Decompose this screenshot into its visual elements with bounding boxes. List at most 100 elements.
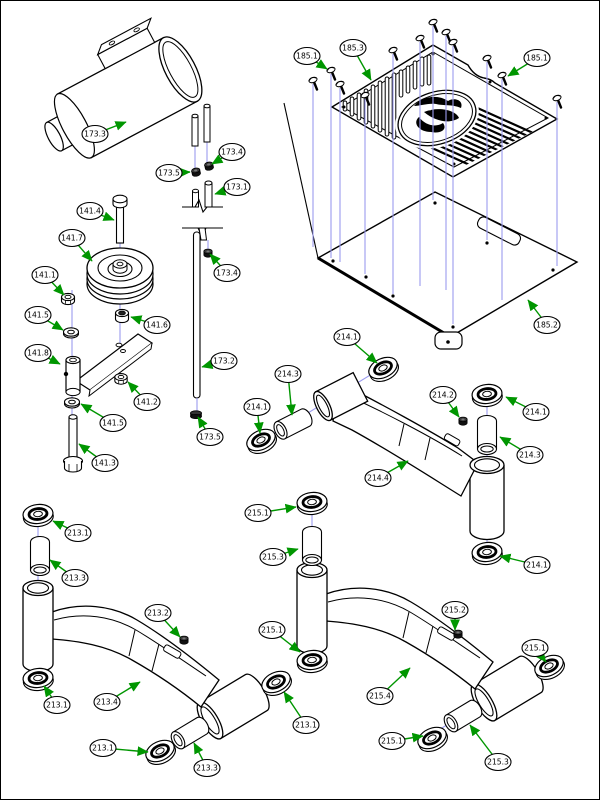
part-callout-213.3: 213.3 <box>193 742 221 778</box>
part-callout-215.1: 215.1 <box>244 503 297 523</box>
part-number-label: 213.1 <box>92 744 114 753</box>
spacer-215-3a <box>301 525 323 567</box>
part-callout-185.1: 185.1 <box>293 46 328 70</box>
callout-bubble <box>378 731 406 751</box>
washer-141-5b <box>63 397 81 409</box>
callout-bubble <box>81 124 109 144</box>
callout-bubble <box>91 453 119 473</box>
callout-bubble <box>523 48 551 68</box>
callout-bubble <box>193 758 221 778</box>
base-panel-185-2 <box>283 102 579 350</box>
part-number-label: 215.3 <box>262 553 284 562</box>
rod-173-2 <box>192 231 201 399</box>
assembly-141-pulley <box>60 194 154 473</box>
callout-bubble <box>210 351 238 371</box>
callout-bubble <box>441 600 469 620</box>
callout-bubble <box>243 397 271 417</box>
grill-corner-holes <box>342 52 548 166</box>
part-number-label: 141.6 <box>146 321 168 330</box>
part-callout-215.3: 215.3 <box>469 724 512 772</box>
part-number-label: 141.1 <box>34 271 56 280</box>
callout-bubble <box>61 568 89 588</box>
part-callout-141.6: 141.6 <box>130 315 171 335</box>
part-callout-185.2: 185.2 <box>527 299 561 335</box>
spacer-213-3a <box>29 535 51 577</box>
callout-bubble <box>31 265 59 285</box>
part-callout-173.1: 173.1 <box>214 177 251 197</box>
callout-layer: 173.3173.4173.5173.1173.4173.2173.5185.1… <box>24 38 561 778</box>
part-callout-141.7: 141.7 <box>58 228 93 262</box>
screw-215-2 <box>453 629 463 639</box>
part-callout-141.1: 141.1 <box>31 265 65 296</box>
callout-bubble <box>196 427 224 447</box>
nut-141-2 <box>114 373 128 385</box>
callout-bubble <box>258 620 286 640</box>
part-callout-214.3: 214.3 <box>274 364 302 416</box>
callout-bubble <box>292 715 320 735</box>
part-number-label: 173.3 <box>84 130 106 139</box>
part-number-label: 141.4 <box>79 207 101 216</box>
part-callout-214.2: 214.2 <box>429 385 460 418</box>
callout-bubble <box>24 305 52 325</box>
part-number-label: 214.1 <box>246 403 268 412</box>
part-number-label: 214.1 <box>525 408 547 417</box>
part-number-label: 141.3 <box>94 459 116 468</box>
frame-section-upper <box>182 180 223 214</box>
part-number-label: 141.2 <box>136 398 158 407</box>
part-callout-213.1: 213.1 <box>283 691 320 735</box>
callout-bubble <box>293 46 321 66</box>
part-number-label: 215.3 <box>487 758 509 767</box>
part-number-label: 213.1 <box>67 529 89 538</box>
callout-bubble <box>155 163 183 183</box>
screw-214-2 <box>458 416 468 426</box>
tube-173-1 <box>204 182 213 208</box>
part-number-label: 141.5 <box>102 419 124 428</box>
assembly-213-arm <box>20 501 297 771</box>
callout-bubble <box>333 327 361 347</box>
part-number-label: 214.3 <box>277 370 299 379</box>
screw-centerlines <box>312 26 558 324</box>
part-callout-214.1: 214.1 <box>333 327 378 364</box>
tank-stud <box>191 113 199 147</box>
part-callout-213.1: 213.1 <box>89 738 149 758</box>
part-callout-141.2: 141.2 <box>127 381 161 412</box>
part-number-label: 141.5 <box>27 311 49 320</box>
callout-bubble <box>429 385 457 405</box>
part-callout-173.5: 173.5 <box>196 416 224 447</box>
part-number-label: 214.3 <box>519 451 541 460</box>
pulley-141-7 <box>86 247 154 305</box>
part-callout-215.4: 215.4 <box>366 667 411 706</box>
part-callout-173.2: 173.2 <box>201 351 238 371</box>
part-number-label: 214.4 <box>367 474 389 483</box>
callout-bubble <box>76 201 104 221</box>
base-panel-holes <box>331 201 555 329</box>
callout-bubble <box>64 523 92 543</box>
callout-bubble <box>43 695 71 715</box>
callout-bubble <box>133 392 161 412</box>
clip-173-5 <box>190 410 202 420</box>
part-number-label: 185.1 <box>526 54 548 63</box>
callout-bubble <box>143 315 171 335</box>
part-callout-215.1: 215.1 <box>378 731 424 751</box>
part-callout-213.1: 213.1 <box>43 685 71 715</box>
callout-bubble <box>533 315 561 335</box>
callout-bubble <box>516 445 544 465</box>
callout-bubble <box>24 343 52 363</box>
callout-bubble <box>274 364 302 384</box>
part-number-label: 214.2 <box>432 391 454 400</box>
part-number-label: 173.2 <box>213 357 235 366</box>
part-number-label: 213.4 <box>96 698 118 707</box>
part-callout-141.4: 141.4 <box>76 201 115 221</box>
callout-bubble <box>244 503 272 523</box>
part-callout-213.2: 213.2 <box>144 603 181 638</box>
part-callout-141.3: 141.3 <box>78 443 119 473</box>
callout-bubble <box>93 692 121 712</box>
callout-bubble <box>523 555 551 575</box>
grill-emblem <box>395 87 479 149</box>
part-number-label: 215.1 <box>247 509 269 518</box>
part-number-label: 173.1 <box>226 183 248 192</box>
callout-bubble <box>339 38 367 58</box>
spacer-214-3b <box>476 414 498 456</box>
part-callout-213.4: 213.4 <box>93 681 141 712</box>
